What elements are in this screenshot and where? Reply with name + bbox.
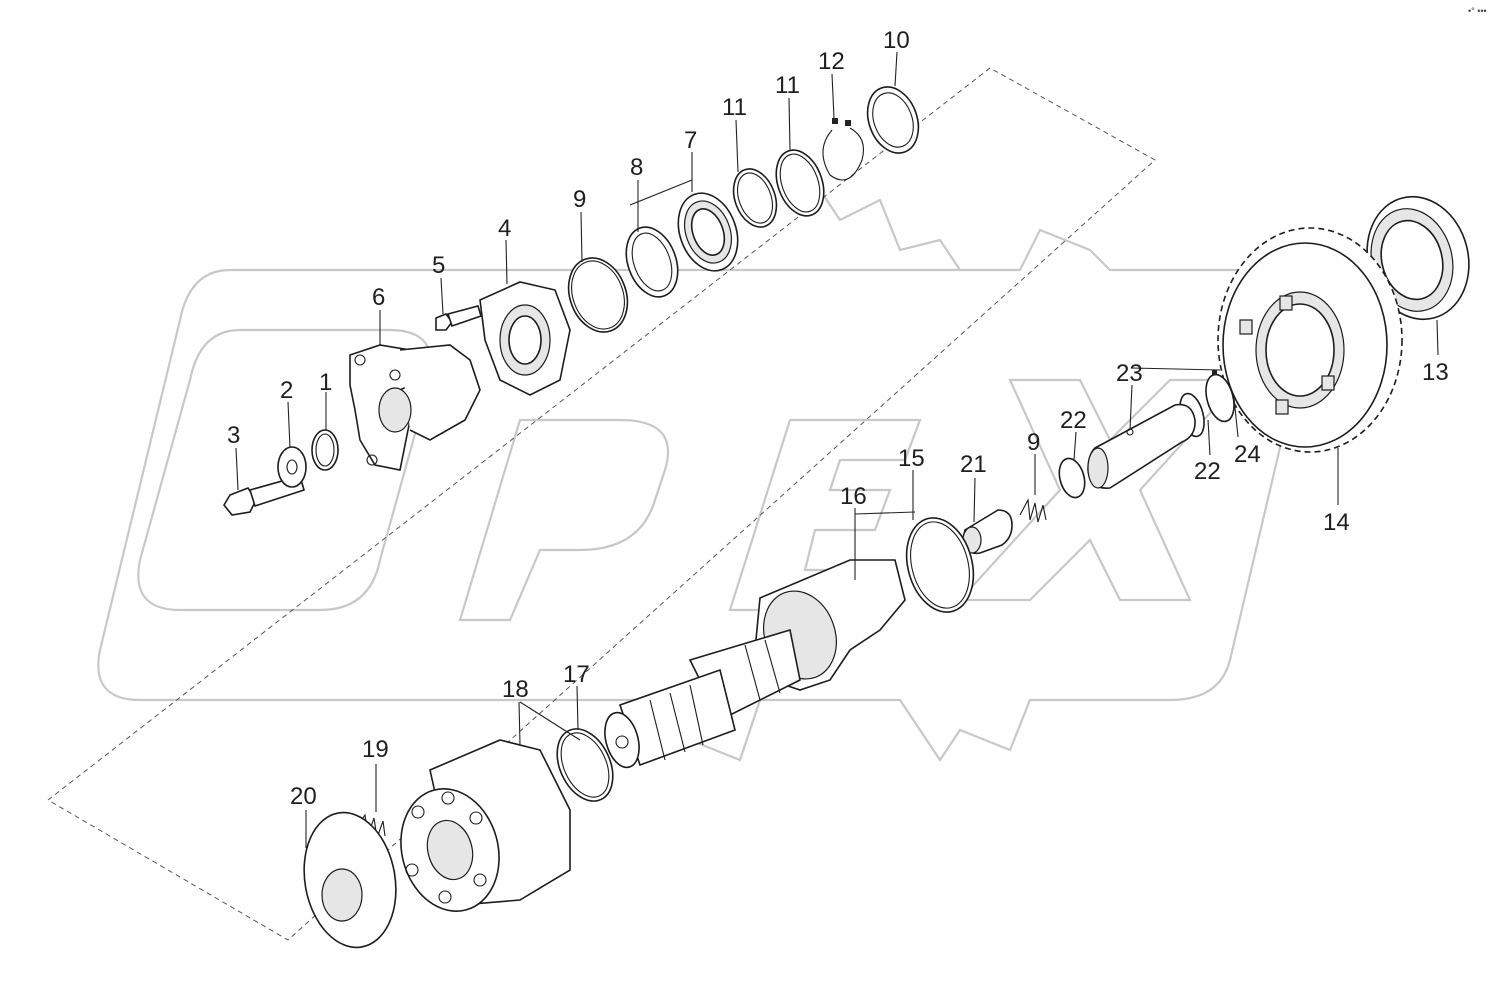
callout-17: 17 (563, 661, 590, 688)
callout-11: 11 (722, 94, 747, 121)
corner-mark: •° ••• (1468, 6, 1487, 16)
ring-icon (866, 86, 920, 154)
callout-8: 8 (630, 154, 643, 181)
callout-13: 13 (1422, 359, 1449, 386)
callout-14: 14 (1323, 509, 1350, 536)
leader-lines (235, 51, 1439, 848)
gear-icon (1217, 227, 1403, 453)
o-ring-icon (905, 517, 975, 613)
callout-11: 11 (775, 72, 800, 99)
callout-1: 1 (319, 369, 332, 396)
callout-9: 9 (573, 186, 586, 213)
callout-10: 10 (883, 27, 910, 54)
o-ring-icon (311, 429, 339, 471)
washer-icon (277, 446, 307, 488)
callout-21: 21 (960, 451, 987, 478)
ring-icon (625, 226, 679, 298)
callout-22: 22 (1060, 407, 1087, 434)
callout-2: 2 (280, 377, 293, 404)
assembly-boundary (47, 67, 1156, 941)
bearing-icon (677, 192, 739, 272)
callout-5: 5 (432, 252, 445, 279)
yoke-flange-icon (349, 344, 481, 471)
callout-6: 6 (372, 284, 385, 311)
callout-3: 3 (227, 422, 240, 449)
callout-19: 19 (362, 736, 389, 763)
spring-icon (354, 813, 386, 839)
callout-24: 24 (1234, 441, 1261, 468)
callout-15: 15 (898, 445, 925, 472)
callout-23: 23 (1116, 360, 1143, 387)
callout-18: 18 (502, 676, 529, 703)
ring-icon (775, 149, 825, 217)
valve-icon (961, 509, 1013, 555)
bearing-icon (1366, 195, 1470, 321)
callout-16: 16 (840, 483, 867, 510)
callout-labels: 1 2 3 4 5 6 7 8 9 9 10 11 11 12 13 14 15… (227, 27, 1449, 810)
snap-ring-icon (567, 257, 629, 333)
main-shaft-icon (604, 559, 906, 769)
o-ring-icon (1058, 457, 1086, 499)
callout-20: 20 (290, 783, 317, 810)
callout-9: 9 (1027, 429, 1040, 456)
spring-icon (1019, 498, 1047, 523)
snap-ring-icon (1205, 370, 1235, 423)
bearing-cover-icon (479, 281, 571, 396)
snap-ring-icon (556, 728, 614, 802)
callout-4: 4 (498, 215, 511, 242)
circlip-icon (822, 118, 865, 181)
callout-12: 12 (818, 48, 845, 75)
disc-icon (303, 811, 397, 949)
screw-icon (435, 305, 482, 331)
ring-icon (732, 168, 778, 228)
clutch-hub-icon (400, 739, 571, 912)
pin-shaft-icon (1087, 403, 1196, 489)
callout-22: 22 (1194, 458, 1221, 485)
callout-7: 7 (684, 127, 697, 154)
